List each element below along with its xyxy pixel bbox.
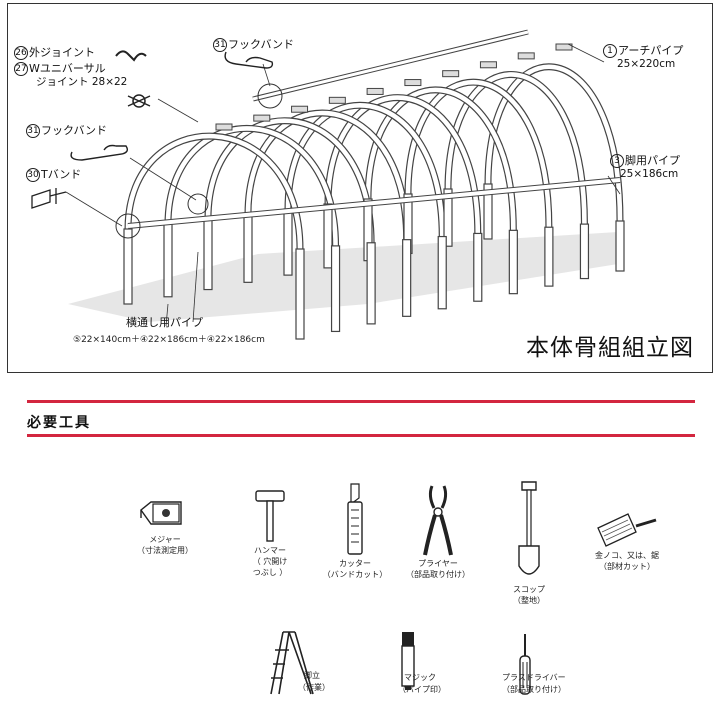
leg-pipe xyxy=(366,242,376,325)
arch-pipe-inner xyxy=(325,95,481,236)
tool-cutter: カッター （バンドカット） xyxy=(320,482,390,580)
leader-line xyxy=(607,175,621,195)
outer-joint xyxy=(479,61,497,69)
tools-heading: 必要工具 xyxy=(27,415,91,431)
tool-tape-measure: メジャー （寸法測定用） xyxy=(125,490,205,556)
leg-pipe xyxy=(323,203,333,269)
leg-pipe xyxy=(163,223,173,298)
cutter-icon xyxy=(347,483,363,555)
arch-pipe-inner xyxy=(205,118,374,246)
arch-pipe xyxy=(484,63,624,225)
leg-pipe xyxy=(473,232,483,302)
outer-joint xyxy=(215,123,233,131)
leader-line xyxy=(192,251,199,323)
cross-pipe-sizes: ⑤22×140cm＋④22×186cm＋④22×186cm xyxy=(73,335,265,345)
outer-joint xyxy=(253,114,271,122)
tool-pliers: プライヤー （部品取り付け） xyxy=(400,482,476,580)
frame-assembly-drawing xyxy=(31,29,625,340)
leader-lines xyxy=(65,43,621,327)
tool-stepladder: 脚立 （作業） xyxy=(242,630,342,700)
leg-pipe xyxy=(283,208,293,276)
outer-joint xyxy=(517,52,535,60)
ground-shadow xyxy=(68,232,618,322)
leg-pipe xyxy=(443,188,453,247)
leg-pipe xyxy=(437,235,447,310)
diagram-title: 本体骨組組立図 xyxy=(526,335,694,361)
pliers-icon xyxy=(423,485,453,556)
arch-pipe-inner xyxy=(245,110,409,242)
arch-pipe xyxy=(444,70,588,228)
leg-pipe xyxy=(402,239,412,317)
detail-circle xyxy=(187,193,209,215)
detail-circle xyxy=(257,83,283,109)
arch-pipe-inner xyxy=(365,87,516,233)
tool-screwdriver: プラスドライバー （部品取り付け） xyxy=(470,632,580,702)
leg-pipe xyxy=(123,228,133,305)
leg-pipe xyxy=(508,229,518,295)
leg-pipe xyxy=(544,226,554,287)
leg-pipe xyxy=(243,213,253,283)
leg-pipe xyxy=(203,218,213,291)
outer-joint xyxy=(404,79,422,87)
outer-joint xyxy=(291,105,309,113)
hammer-icon xyxy=(255,490,285,542)
arch-pipes xyxy=(124,43,624,253)
shovel-icon xyxy=(518,481,540,575)
tool-marker: マジック （パイプ印） xyxy=(358,630,458,696)
hook-band-icon xyxy=(224,51,274,69)
leader-line xyxy=(157,98,199,123)
tool-saw: 金ノコ、又は、鋸 （部材カット） xyxy=(584,510,670,572)
stepladder-icon xyxy=(270,631,314,695)
outer-joint xyxy=(555,43,573,51)
leg-pipe xyxy=(330,245,341,333)
screwdriver-icon xyxy=(519,634,531,695)
cross-pipe-inner xyxy=(127,178,621,228)
outer-joint xyxy=(442,70,460,78)
divider-top xyxy=(27,400,695,403)
outer-joint-icon xyxy=(115,50,147,62)
saw-icon xyxy=(597,513,657,547)
leader-line xyxy=(129,157,197,201)
leg-pipe xyxy=(615,220,625,272)
w-universal-joint-icon xyxy=(127,94,151,108)
detail-circle xyxy=(115,213,141,239)
outer-joint xyxy=(328,96,346,104)
arch-pipe-inner xyxy=(165,126,338,249)
outer-joint xyxy=(366,87,384,95)
leg-pipe xyxy=(483,183,493,240)
label-cross-pipe: 横通し用パイプ xyxy=(126,316,203,329)
arch-pipe xyxy=(124,132,304,253)
divider-bottom xyxy=(27,434,695,437)
t-band-icon xyxy=(31,188,67,209)
arch-pipe-inner xyxy=(285,103,445,239)
marker-icon xyxy=(401,632,415,690)
tape-measure-icon xyxy=(140,501,182,525)
part-icons xyxy=(31,50,274,209)
leg-pipe xyxy=(295,248,305,340)
hook-band-icon xyxy=(70,144,129,161)
tool-shovel: スコップ （整地） xyxy=(494,480,564,606)
arch-pipe-inner xyxy=(485,64,623,224)
arch-pipe-inner xyxy=(125,133,303,252)
leg-pipes xyxy=(123,183,625,340)
leader-line xyxy=(65,191,123,227)
ridge-pipe-inner xyxy=(252,30,529,101)
leader-line xyxy=(567,43,605,63)
tool-hammer: ハンマー （ 穴開け つぶし ） xyxy=(230,487,310,578)
cross-pipes xyxy=(127,29,621,229)
leader-line xyxy=(165,303,169,327)
leg-pipe xyxy=(579,223,590,280)
